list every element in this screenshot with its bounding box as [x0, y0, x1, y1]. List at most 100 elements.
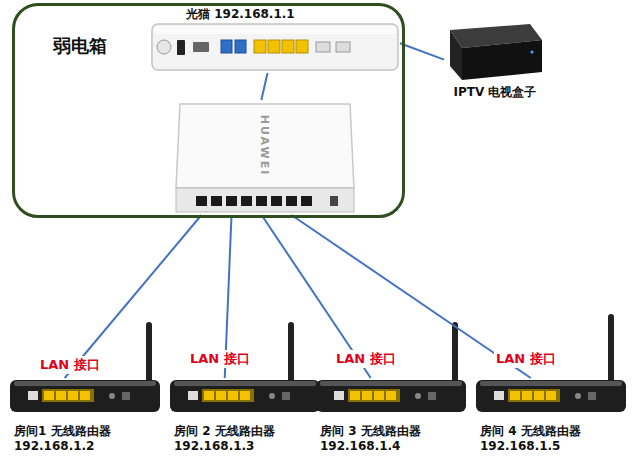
switch-drawing [301, 196, 312, 206]
switch-drawing [271, 196, 282, 206]
router-drawing [608, 314, 614, 384]
router-drawing [386, 391, 396, 400]
modem-drawing [193, 42, 209, 52]
router-device: 房间 4 无线路由器192.168.1.5 [476, 378, 628, 458]
router-drawing [80, 391, 90, 400]
modem-drawing [282, 40, 294, 53]
router-drawing [415, 393, 421, 399]
network-cable [400, 43, 444, 59]
port-label: LAN 接口 [494, 350, 558, 368]
room-label: 房间 4 无线路由器 [480, 424, 581, 439]
port-label: LAN 接口 [38, 356, 102, 374]
router-drawing [374, 391, 384, 400]
router-drawing [316, 322, 466, 412]
router-device: 房间 3 无线路由器192.168.1.4 [316, 378, 468, 458]
device-label: IPTV 电视盒子 [454, 84, 537, 101]
router-drawing [10, 380, 160, 412]
router-drawing [10, 322, 160, 412]
router-drawing [546, 391, 556, 400]
router-device: 房间1 无线路由器192.168.1.2 [10, 378, 162, 458]
router-drawing [109, 393, 115, 399]
router-drawing [56, 391, 66, 400]
modem-drawing [154, 26, 396, 34]
router-drawing [228, 391, 238, 400]
network-cable [65, 215, 202, 378]
router-drawing [316, 380, 466, 412]
router-drawing [588, 392, 596, 400]
router-drawing [174, 381, 316, 386]
switch-drawing [176, 188, 354, 212]
switch-drawing [176, 104, 354, 188]
port-label: LAN 接口 [188, 350, 252, 368]
modem-drawing [157, 40, 171, 54]
switch-drawing [330, 196, 338, 206]
modem-drawing [336, 42, 350, 52]
router-drawing [216, 391, 226, 400]
router-drawing [170, 322, 320, 412]
switch-device: HUAWEI [175, 100, 355, 215]
router-drawing [269, 393, 275, 399]
iptv-drawing [531, 51, 534, 54]
router-drawing [202, 389, 254, 402]
router-drawing [240, 391, 250, 400]
modem-device: 光猫 192.168.1.1 [150, 7, 400, 73]
router-drawing [14, 381, 156, 386]
modem-drawing [152, 24, 398, 70]
router-drawing [170, 380, 320, 412]
modem-drawing [152, 24, 398, 70]
router-drawing [476, 314, 626, 412]
ip-address: 192.168.1.3 [174, 439, 254, 454]
router-drawing [452, 322, 458, 384]
device-label: 光猫 192.168.1.1 [186, 7, 295, 21]
router-drawing [28, 391, 38, 400]
brand-logo: HUAWEI [259, 115, 272, 177]
router-drawing [204, 391, 214, 400]
router-drawing [350, 391, 360, 400]
iptv-drawing [450, 24, 542, 80]
router-drawing [348, 389, 400, 402]
router-drawing [42, 389, 94, 402]
router-drawing [282, 392, 290, 400]
modem-drawing [254, 40, 266, 53]
router-drawing [510, 391, 520, 400]
router-drawing [534, 391, 544, 400]
router-drawing [480, 381, 622, 386]
ip-address: 192.168.1.5 [480, 439, 560, 454]
modem-drawing [296, 40, 308, 53]
router-drawing [334, 391, 344, 400]
room-label: 房间 3 无线路由器 [320, 424, 421, 439]
port-label: LAN 接口 [334, 350, 398, 368]
router-drawing [362, 391, 372, 400]
router-drawing [44, 391, 54, 400]
router-drawing [494, 391, 504, 400]
iptv-box: IPTV 电视盒子 [444, 20, 546, 108]
router-drawing [146, 322, 152, 384]
cabinet-label: 弱电箱 [53, 34, 107, 58]
router-drawing [320, 381, 462, 386]
ip-address: 192.168.1.4 [320, 439, 400, 454]
router-device: 房间 2 无线路由器192.168.1.3 [170, 378, 322, 458]
switch-drawing [256, 196, 267, 206]
switch-drawing [241, 196, 252, 206]
modem-drawing [316, 42, 330, 52]
switch-drawing [211, 196, 222, 206]
modem-drawing [221, 40, 232, 53]
router-drawing [522, 391, 532, 400]
network-cable [261, 73, 267, 100]
router-drawing [288, 322, 294, 384]
iptv-drawing [462, 40, 542, 80]
switch-drawing [176, 104, 354, 212]
router-drawing [122, 392, 130, 400]
router-drawing [508, 389, 560, 402]
cabinet-box: 弱电箱 光猫 192.168.1.1HUAWEI [12, 3, 405, 218]
router-drawing [476, 380, 626, 412]
modem-drawing [268, 40, 280, 53]
switch-drawing [286, 196, 297, 206]
modem-drawing [177, 40, 185, 55]
router-drawing [428, 392, 436, 400]
ip-address: 192.168.1.2 [14, 439, 94, 454]
iptv-drawing [450, 30, 462, 80]
